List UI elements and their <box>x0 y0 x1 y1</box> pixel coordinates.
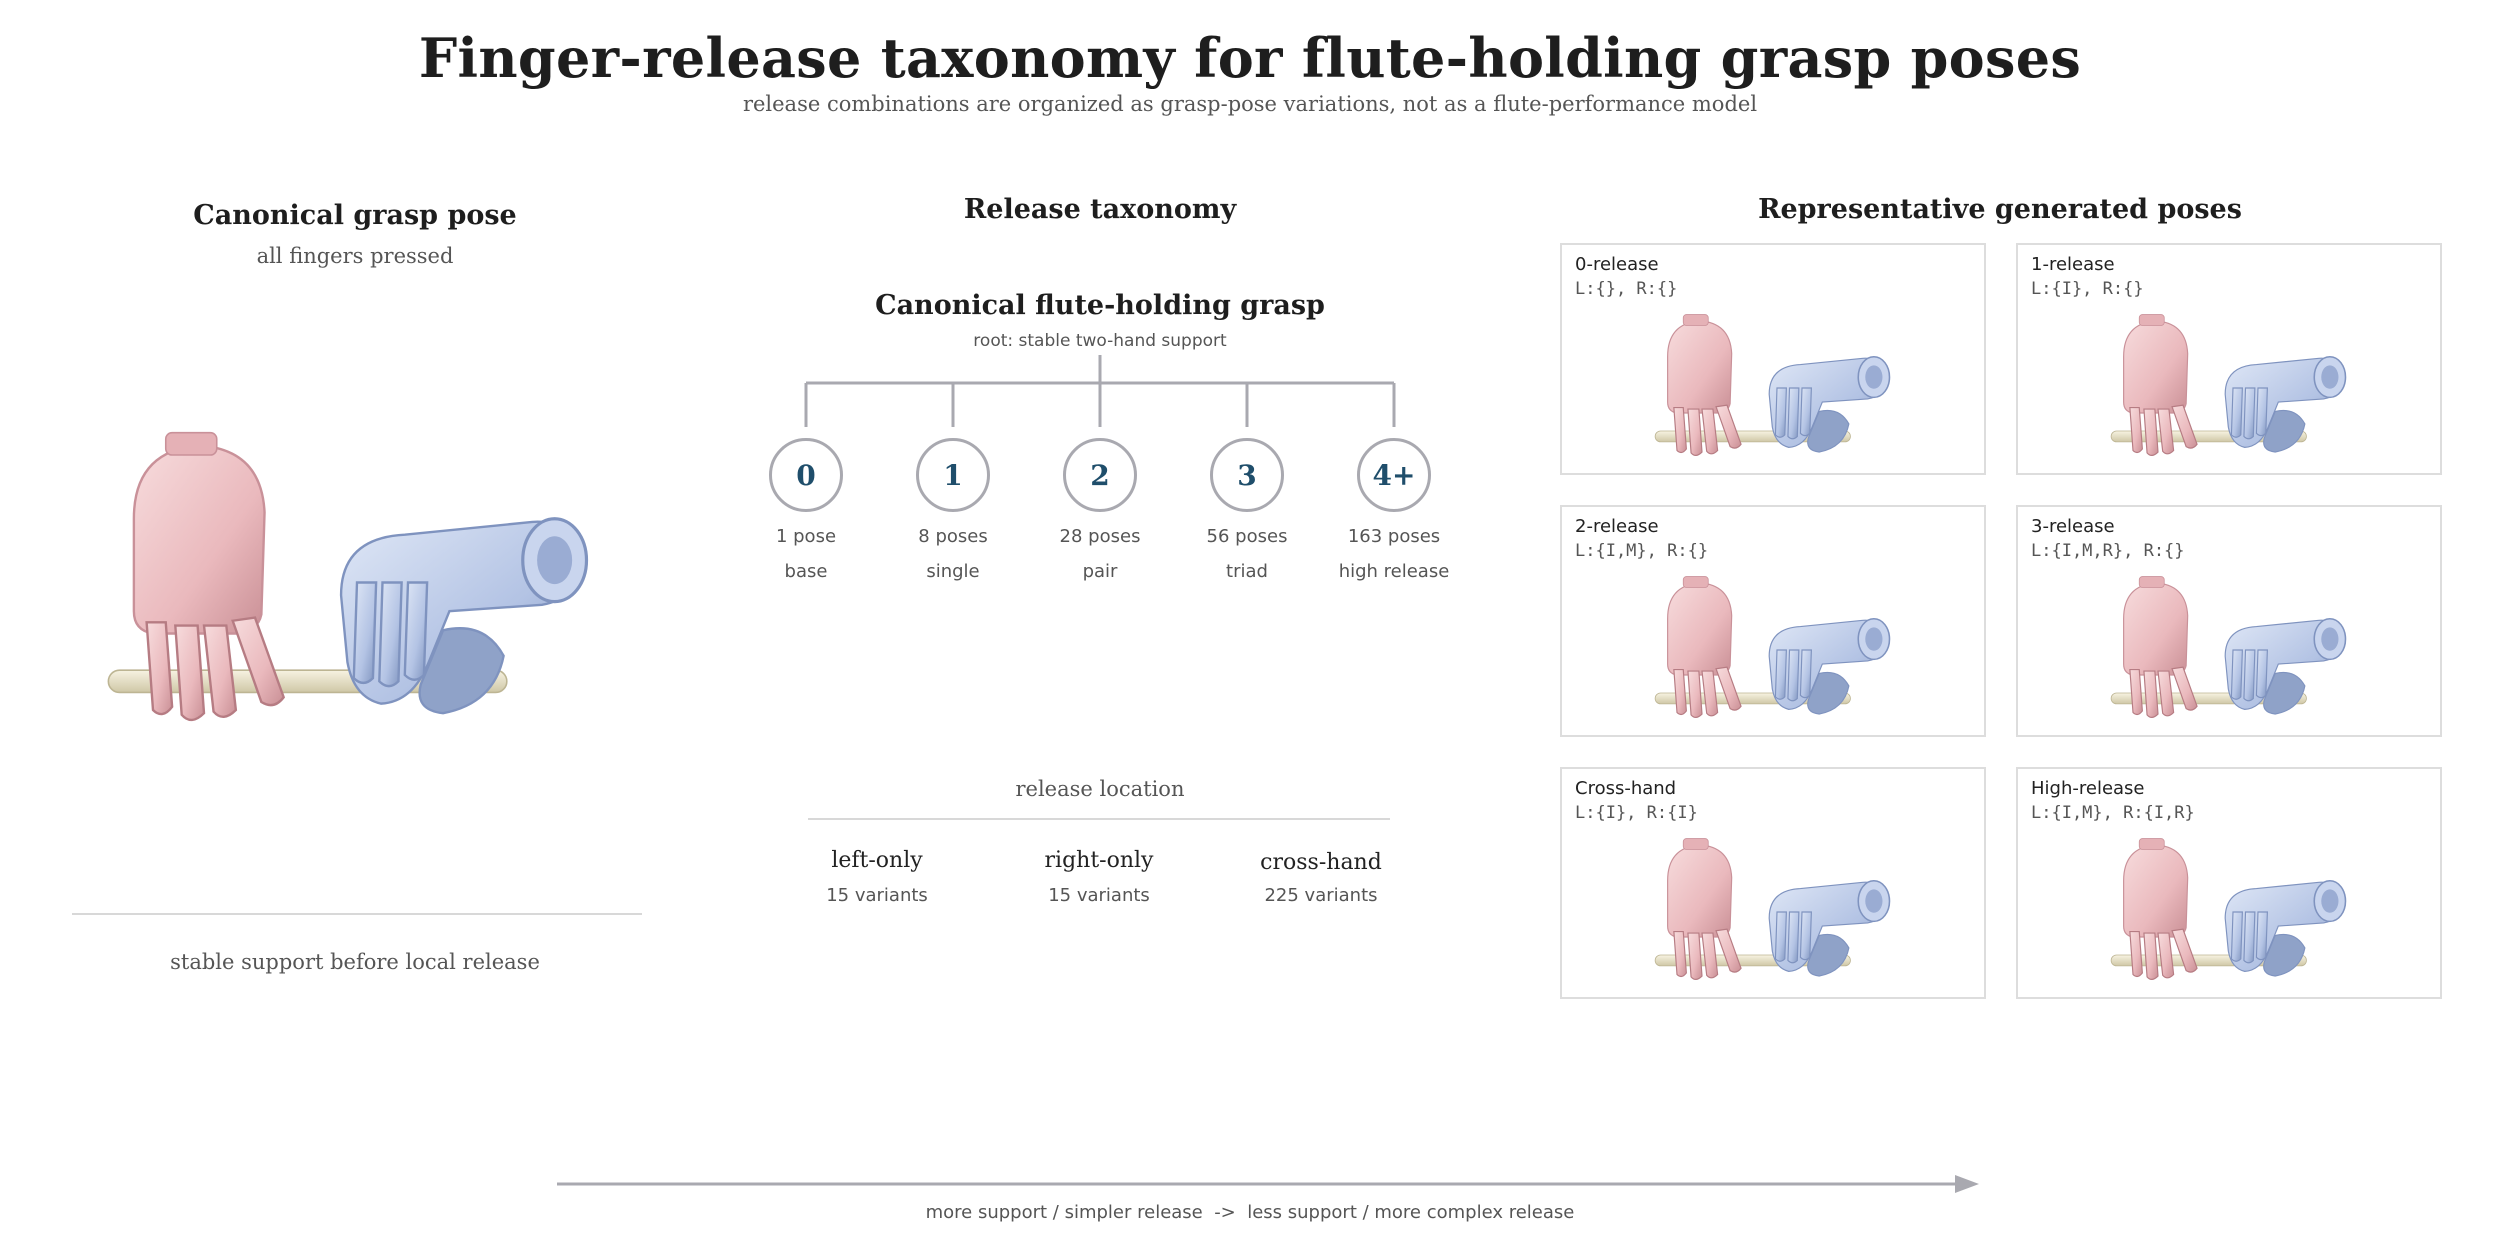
complexity-axis-caption: more support / simpler release -> less s… <box>925 1202 1575 1223</box>
poses-heading: Representative generated poses <box>1758 194 2242 225</box>
pose-card-code: L:{I,M}, R:{} <box>1575 541 1709 561</box>
taxonomy-heading: Release taxonomy <box>963 194 1237 225</box>
pose-hands-illustration <box>1652 565 1902 735</box>
location-cross-hand: cross-hand <box>1260 850 1382 875</box>
pose-hands-illustration <box>2108 827 2358 997</box>
pose-card-code: L:{I,M,R}, R:{} <box>2031 541 2185 561</box>
complexity-axis-arrow <box>557 1175 1979 1193</box>
pose-card-1-release: 1-release L:{I}, R:{} <box>2016 243 2442 475</box>
release-node-2: 2 <box>1063 438 1137 512</box>
location-right-only: right-only <box>1044 848 1154 873</box>
release-node-desc: base <box>784 561 828 582</box>
release-node-count: 163 poses <box>1347 526 1441 547</box>
pose-hands-illustration <box>2108 303 2358 473</box>
release-node-3: 3 <box>1210 438 1284 512</box>
pose-card-title: 2-release <box>1575 516 1659 537</box>
release-location-heading: release location <box>1015 777 1185 801</box>
release-node-desc: single <box>926 561 980 582</box>
pose-card-title: Cross-hand <box>1575 778 1677 799</box>
release-node-desc: triad <box>1226 561 1268 582</box>
pose-card-2-release: 2-release L:{I,M}, R:{} <box>1560 505 1986 737</box>
pose-hands-illustration <box>2108 565 2358 735</box>
pose-card-title: High-release <box>2031 778 2145 799</box>
pose-card-code: L:{I}, R:{I} <box>1575 803 1698 823</box>
pose-card-code: L:{I}, R:{} <box>2031 279 2144 299</box>
page-title: Finger-release taxonomy for flute-holdin… <box>418 26 2082 90</box>
pose-hands-illustration <box>1652 303 1902 473</box>
pose-card-title: 0-release <box>1575 254 1659 275</box>
canonical-heading: Canonical grasp pose <box>193 200 517 231</box>
pose-card-code: L:{}, R:{} <box>1575 279 1678 299</box>
pose-card-high-release: High-release L:{I,M}, R:{I,R} <box>2016 767 2442 999</box>
pose-card-title: 3-release <box>2031 516 2115 537</box>
pose-hands-illustration <box>1652 827 1902 997</box>
location-count: 15 variants <box>1048 885 1150 906</box>
pose-card-code: L:{I,M}, R:{I,R} <box>2031 803 2195 823</box>
release-node-count: 1 pose <box>775 526 837 547</box>
location-count: 225 variants <box>1264 885 1378 906</box>
release-node-desc: pair <box>1082 561 1118 582</box>
taxonomy-tree-lines <box>804 355 1396 427</box>
canonical-divider <box>72 913 642 915</box>
release-location-divider <box>808 818 1390 820</box>
pose-card-title: 1-release <box>2031 254 2115 275</box>
release-node-count: 8 poses <box>918 526 988 547</box>
release-node-1: 1 <box>916 438 990 512</box>
canonical-hands-illustration <box>102 420 612 745</box>
pose-card-cross-hand: Cross-hand L:{I}, R:{I} <box>1560 767 1986 999</box>
location-count: 15 variants <box>826 885 928 906</box>
canonical-subheading: all fingers pressed <box>256 244 454 268</box>
canonical-caption: stable support before local release <box>170 950 540 974</box>
release-node-4plus: 4+ <box>1357 438 1431 512</box>
release-node-count: 28 poses <box>1059 526 1141 547</box>
taxonomy-root-subtitle: root: stable two-hand support <box>973 331 1227 351</box>
release-node-count: 56 poses <box>1206 526 1288 547</box>
page-subtitle: release combinations are organized as gr… <box>742 92 1758 116</box>
release-node-desc: high release <box>1338 561 1450 582</box>
taxonomy-root-title: Canonical flute-holding grasp <box>875 290 1325 321</box>
pose-card-3-release: 3-release L:{I,M,R}, R:{} <box>2016 505 2442 737</box>
location-left-only: left-only <box>831 848 923 873</box>
release-node-0: 0 <box>769 438 843 512</box>
pose-card-0-release: 0-release L:{}, R:{} <box>1560 243 1986 475</box>
